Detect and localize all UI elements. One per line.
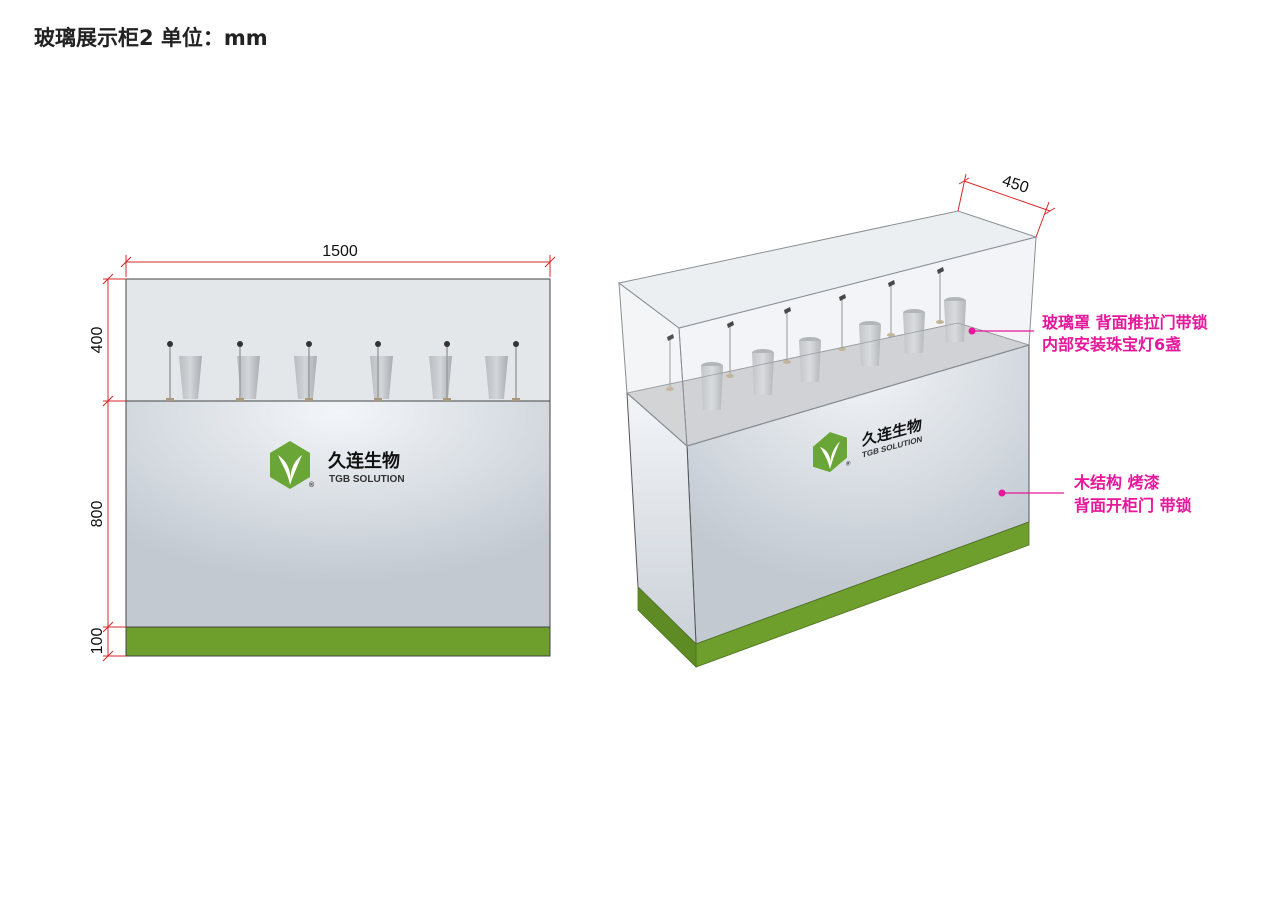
callout-body: 木结构 烤漆 背面开柜门 带锁: [998, 473, 1192, 515]
base-plinth-side: [637, 586, 697, 668]
perspective-cup: [903, 309, 925, 353]
leaf-logo-icon: [813, 432, 847, 473]
glass-height-dimension-label: 400: [89, 327, 106, 354]
front-cups-group: [179, 356, 508, 399]
front-base-plinth: [125, 626, 551, 657]
registered-mark: ®: [309, 481, 315, 489]
front-cup: [429, 356, 452, 399]
front-cup: [237, 356, 260, 399]
perspective-cup: [701, 362, 723, 410]
callout-glass-line2: 内部安装珠宝灯6盏: [1042, 335, 1181, 354]
front-cabinet-body: [125, 400, 551, 628]
front-brand-logo: ® 久连生物 TGB SOLUTION: [270, 441, 405, 489]
brand-name-cn: 久连生物: [328, 450, 400, 472]
callout-glass: 玻璃罩 背面推拉门带锁 内部安装珠宝灯6盏: [968, 313, 1208, 354]
front-view: ® 久连生物 TGB SOLUTION 1500 400 800 100: [89, 243, 556, 662]
body-height-dimension-label: 800: [89, 501, 106, 528]
front-cup: [370, 356, 393, 399]
perspective-cup: [859, 321, 881, 366]
base-height-dimension-label: 100: [89, 628, 106, 655]
front-cup: [179, 356, 202, 399]
perspective-view: ® 久连生物 TGB SOLUTION 450: [617, 173, 1056, 668]
page-title: 玻璃展示柜2 单位：mm: [34, 26, 268, 50]
front-cup: [485, 356, 508, 399]
perspective-cups-group: [701, 297, 966, 410]
perspective-cup: [944, 297, 966, 342]
front-cup: [294, 356, 317, 399]
callout-body-line1: 木结构 烤漆: [1073, 473, 1160, 492]
callout-body-line2: 背面开柜门 带锁: [1074, 496, 1192, 515]
depth-dimension-label: 450: [1000, 173, 1031, 197]
width-dimension-label: 1500: [322, 243, 358, 260]
front-dimension-lines: [102, 255, 556, 662]
registered-mark: ®: [846, 460, 851, 468]
perspective-cup: [799, 337, 821, 382]
perspective-cup: [752, 349, 774, 395]
brand-name-en: TGB SOLUTION: [329, 474, 405, 485]
depth-dimension-line: [957, 173, 1056, 238]
callout-glass-line1: 玻璃罩 背面推拉门带锁: [1042, 313, 1208, 332]
leaf-logo-icon: [270, 441, 310, 489]
